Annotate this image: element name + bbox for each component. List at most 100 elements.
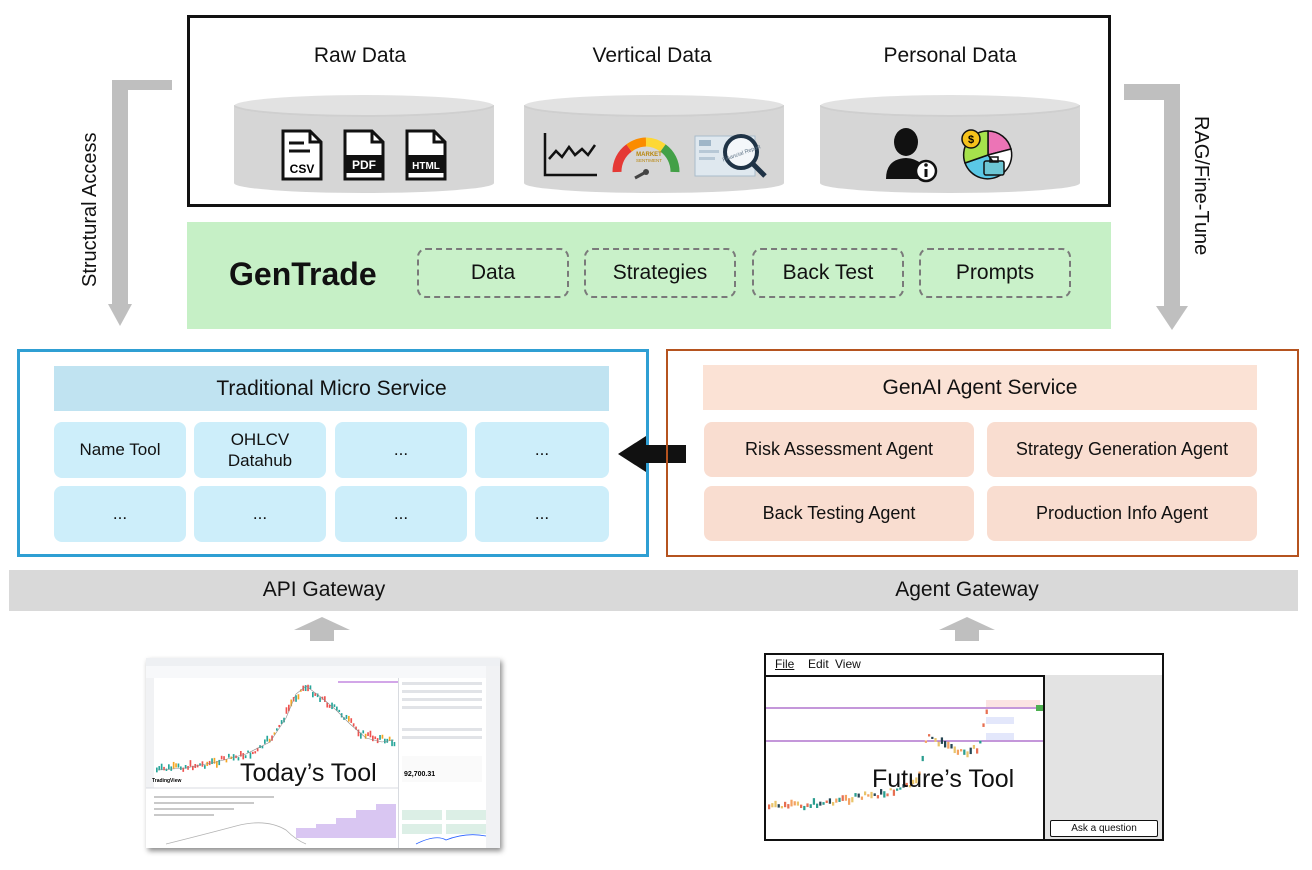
tile-placeholder-4: ...: [194, 486, 326, 542]
ask-question-button[interactable]: Ask a question: [1050, 820, 1158, 837]
csv-file-icon: CSV: [281, 129, 323, 181]
structural-access-label: Structural Access: [79, 132, 101, 287]
candle-16: [819, 801, 822, 806]
vertical-data-title: Vertical Data: [592, 44, 712, 67]
candle-24: [213, 757, 216, 764]
candle-7: [790, 799, 793, 807]
gauge-label-market: MARKET: [636, 152, 662, 158]
chat-panel-divider: [1043, 675, 1045, 839]
market-sentiment-gauge-icon: MARKET SENTIMENT: [612, 137, 680, 180]
gentrade-item-back-test: Back Test: [752, 248, 904, 298]
gateway-bar: API Gateway Agent Gateway: [9, 570, 1298, 611]
tile-name-tool: Name Tool: [54, 422, 186, 478]
menu-edit[interactable]: Edit: [808, 657, 829, 671]
candle-8: [175, 763, 177, 768]
candle-15: [192, 765, 194, 771]
raw-data-title: Raw Data: [313, 44, 407, 67]
candle-45: [264, 739, 266, 744]
menu-file[interactable]: File: [775, 657, 795, 671]
candle-0: [156, 767, 158, 773]
candle-44: [908, 784, 912, 788]
candle-4: [165, 768, 168, 771]
candle-17: [196, 764, 199, 768]
candle-19: [201, 761, 204, 767]
candle-86: [362, 730, 365, 734]
tile-placeholder-1: ...: [335, 422, 467, 478]
tradingview-brand: TradingView: [152, 778, 181, 784]
candle-12: [184, 765, 187, 769]
raw-data-store: CSV PDF HTML: [234, 95, 494, 203]
candle-25: [848, 798, 851, 805]
candle-13: [809, 804, 812, 808]
gentrade-item-data: Data: [417, 248, 569, 298]
back-testing-agent: Back Testing Agent: [704, 486, 974, 541]
candle-96: [386, 738, 389, 743]
candle-5: [784, 801, 787, 808]
candle-28: [857, 793, 860, 798]
candle-67: [316, 693, 319, 698]
candle-35: [880, 789, 883, 795]
candle-34: [237, 757, 240, 761]
candle-28: [223, 756, 225, 761]
traditional-micro-service-panel: Traditional Micro Service Name Tool OHLC…: [17, 349, 649, 557]
candle-54: [285, 707, 288, 714]
candle-20: [832, 802, 835, 806]
rag-finetune-label: RAG/Fine-Tune: [1190, 116, 1212, 256]
candle-9: [796, 801, 800, 806]
api-gateway-label: API Gateway: [262, 578, 386, 601]
candle-54: [940, 737, 944, 744]
candle-82: [352, 723, 355, 727]
candle-33: [873, 793, 876, 796]
tile-placeholder-5: ...: [335, 486, 467, 542]
candle-0: [768, 804, 771, 810]
agent-to-service-arrow: [618, 436, 686, 472]
html-file-icon: HTML: [405, 129, 447, 181]
candle-30: [228, 753, 230, 758]
candle-61: [963, 749, 966, 755]
candle-50: [276, 728, 278, 731]
candle-65: [976, 748, 979, 754]
candle-89: [369, 730, 372, 738]
candle-22: [838, 797, 841, 802]
candle-4: [780, 806, 784, 809]
candle-74: [333, 704, 336, 708]
candle-76: [338, 709, 341, 713]
todays-tool-screenshot: TradingView 92,700.31 Today’s Tool: [146, 658, 500, 848]
candle-36: [883, 791, 886, 798]
candle-2: [160, 763, 163, 771]
genai-title: GenAI Agent Service: [703, 365, 1257, 410]
candle-1: [771, 803, 774, 808]
candle-39: [249, 752, 252, 759]
candle-14: [189, 760, 192, 767]
candle-40: [896, 788, 899, 791]
personal-data-store: $: [820, 95, 1080, 203]
tile-ohlcv-datahub: OHLCV Datahub: [194, 422, 326, 478]
candle-42: [902, 784, 905, 788]
candle-2: [774, 800, 777, 808]
candle-62: [966, 751, 969, 758]
candle-46: [266, 735, 269, 742]
candle-32: [870, 791, 873, 799]
candle-81: [350, 718, 353, 723]
candle-25: [216, 761, 218, 768]
candle-3: [163, 766, 165, 771]
gentrade-title: GenTrade: [229, 256, 377, 292]
candle-90: [372, 735, 374, 742]
candle-58: [953, 746, 956, 754]
candle-63: [307, 684, 309, 692]
candle-65: [312, 692, 314, 698]
candle-7: [172, 761, 175, 769]
candle-41: [899, 787, 902, 790]
candle-59: [956, 749, 960, 755]
candle-73: [331, 702, 333, 710]
menu-view[interactable]: View: [835, 657, 861, 671]
candle-68: [319, 697, 321, 702]
candle-10: [800, 804, 803, 809]
candle-55: [944, 740, 947, 748]
candle-5: [168, 764, 170, 770]
future-menu-bar: File Edit View: [766, 655, 1162, 677]
candle-48: [271, 735, 273, 741]
candle-8: [793, 801, 796, 806]
future-candle-chart: [766, 700, 1043, 811]
candle-41: [254, 751, 257, 754]
